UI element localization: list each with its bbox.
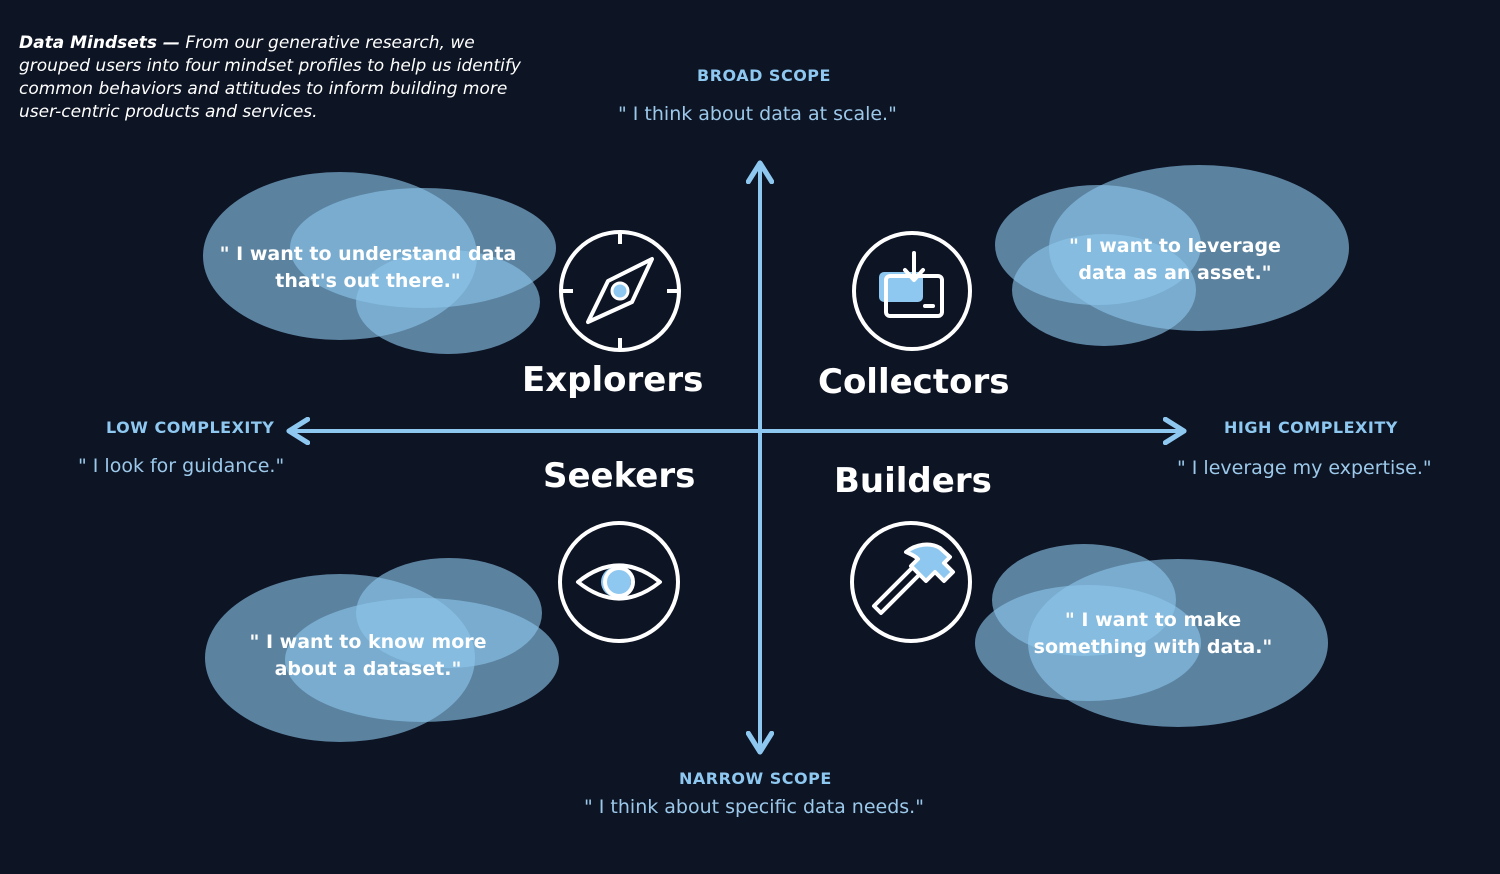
seekers-title: Seekers [543,456,696,496]
inbox-box-icon [852,231,972,351]
intro-title: Data Mindsets — [19,33,180,53]
collectors-quote: " I want to leverage data as an asset." [1025,233,1325,287]
seekers-quote: " I want to know more about a dataset." [218,629,518,683]
low-complexity-quote: " I look for guidance." [78,455,285,477]
seekers-bubble [205,558,559,742]
intro-text: From our generative research, we grouped… [19,33,521,122]
broad-scope-label: BROAD SCOPE [697,66,831,85]
broad-scope-quote: " I think about data at scale." [618,103,897,125]
collectors-quote-line-2: data as an asset." [1078,262,1272,284]
high-complexity-quote: " I leverage my expertise." [1177,457,1432,479]
builders-quote: " I want to make something with data." [1013,607,1293,661]
seekers-quote-line-1: " I want to know more [249,631,487,653]
compass-icon [559,230,681,352]
low-complexity-label: LOW COMPLEXITY [106,418,275,437]
builders-title: Builders [834,461,992,501]
collectors-title: Collectors [818,362,1010,402]
explorers-quote: " I want to understand data that's out t… [198,241,538,295]
collectors-quote-line-1: " I want to leverage [1069,235,1281,257]
narrow-scope-label: NARROW SCOPE [679,769,832,788]
seekers-quote-line-2: about a dataset." [274,658,462,680]
collectors-bubble [995,165,1349,346]
high-complexity-label: HIGH COMPLEXITY [1224,418,1398,437]
builders-quote-line-2: something with data." [1033,636,1273,658]
intro-paragraph: Data Mindsets — From our generative rese… [19,32,549,124]
builders-quote-line-1: " I want to make [1064,609,1242,631]
explorers-title: Explorers [522,360,704,400]
hammer-icon [850,521,972,643]
explorers-quote-line-1: " I want to understand data [219,243,517,265]
explorers-quote-line-2: that's out there." [275,270,461,292]
narrow-scope-quote: " I think about specific data needs." [584,796,924,818]
explorers-bubble [203,172,556,354]
eye-icon [558,521,680,643]
builders-bubble [975,544,1328,727]
